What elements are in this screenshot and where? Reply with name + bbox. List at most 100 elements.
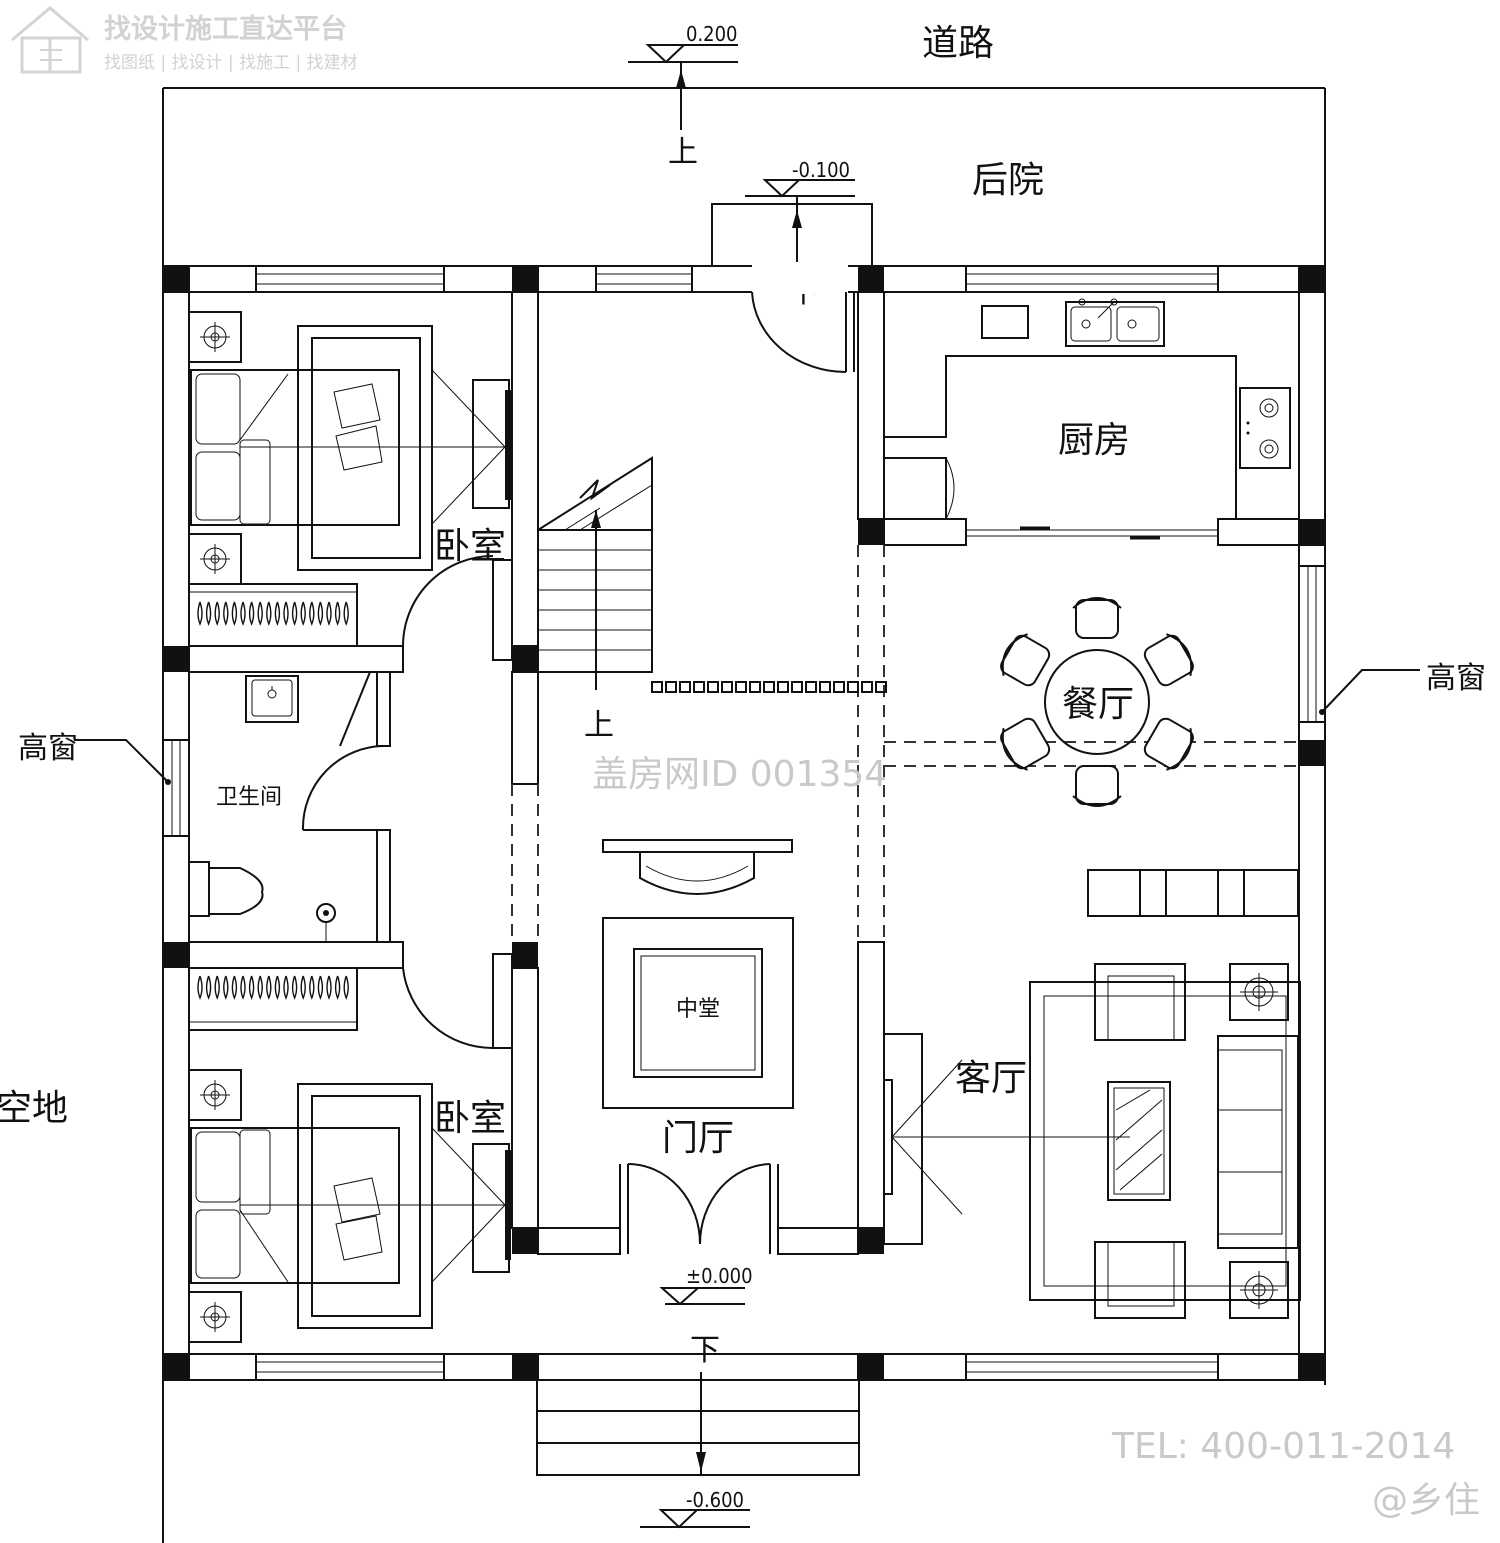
- hanger: [231, 601, 238, 626]
- rail-square: [665, 681, 677, 693]
- dining-chair: [1143, 717, 1194, 771]
- bedroom-bottom-furniture: [188, 967, 511, 1343]
- level-mark-top: [628, 44, 738, 130]
- back-step: [711, 203, 873, 266]
- rail-square: [735, 681, 747, 693]
- chair-back: [1001, 728, 1028, 771]
- hanger: [334, 601, 341, 626]
- wardrobe-hangers-top: [197, 601, 349, 626]
- dining-chair: [1143, 633, 1194, 687]
- living-label: 客厅: [955, 1058, 1027, 1099]
- dining-chair: [1072, 597, 1122, 639]
- hanger: [274, 975, 281, 1000]
- back-door: [751, 291, 855, 374]
- hanger: [309, 601, 315, 626]
- rail-square: [707, 681, 719, 693]
- hanger: [274, 601, 281, 626]
- rail-square: [791, 681, 803, 693]
- high-window-right: [1298, 565, 1420, 723]
- foyer-label: 门厅: [662, 1118, 734, 1159]
- chair-seat: [1000, 634, 1051, 687]
- chair-seat: [1000, 717, 1051, 770]
- hanger: [283, 601, 289, 626]
- rail-square: [679, 681, 691, 693]
- windows-bottom: [255, 1353, 1219, 1381]
- hanger: [248, 975, 255, 1000]
- level-top-value: 0.200: [686, 22, 738, 46]
- rail-square: [777, 681, 789, 693]
- dining-chair: [1000, 717, 1051, 771]
- id-watermark: 盖房网ID 001354: [592, 754, 887, 795]
- chair-back: [1166, 633, 1193, 676]
- brand-subtitle: 找图纸 | 找设计 | 找施工 | 找建材: [104, 53, 358, 73]
- level-mark-entrance: [659, 1287, 745, 1306]
- hanger: [240, 975, 246, 1000]
- hanger: [205, 975, 212, 1000]
- chair-seat: [1075, 765, 1119, 805]
- hanger: [257, 975, 263, 1000]
- rail-square: [693, 681, 705, 693]
- rail-square: [749, 681, 761, 693]
- brand-title: 找设计施工直达平台: [104, 13, 347, 45]
- up-top-label: 上: [668, 135, 698, 170]
- columns: [163, 266, 1325, 1380]
- hanger: [317, 601, 324, 626]
- level-bottom-value: -0.600: [686, 1488, 744, 1512]
- hanger: [266, 601, 272, 626]
- rail-square: [847, 681, 859, 693]
- open-land-label: 空地: [0, 1088, 68, 1129]
- hanger: [300, 975, 306, 1000]
- cabinet-row: [1087, 869, 1299, 917]
- rail-square: [805, 681, 817, 693]
- high-window-right-label: 高窗: [1426, 661, 1486, 696]
- hanger: [309, 975, 315, 1000]
- hanger: [291, 975, 298, 1000]
- high-window-left: [74, 739, 190, 837]
- hanger: [300, 601, 306, 626]
- level-back-door-value: -0.100: [792, 158, 850, 182]
- high-window-left-label: 高窗: [18, 731, 78, 766]
- rail-square: [833, 681, 845, 693]
- dining-label: 餐厅: [1062, 684, 1134, 725]
- road-label: 道路: [922, 23, 994, 64]
- chair-seat: [1143, 634, 1194, 687]
- kitchen-fixtures: [883, 298, 1291, 540]
- chair-seat: [1143, 717, 1194, 770]
- hanger: [266, 975, 272, 1000]
- rail-square: [861, 681, 873, 693]
- level-mark-back-door: [745, 179, 855, 262]
- dining-chair: [1072, 765, 1122, 807]
- staircase: [537, 456, 653, 690]
- front-steps: [536, 1372, 860, 1476]
- rail-square: [651, 681, 663, 693]
- dining-chair: [1000, 633, 1051, 687]
- dining-table: [1000, 597, 1194, 807]
- bedroom-top-door: [402, 555, 494, 647]
- hanger: [197, 601, 203, 626]
- site-boundary: [162, 87, 1326, 1543]
- hanger: [197, 975, 203, 1000]
- hanger: [205, 601, 212, 626]
- hanger: [257, 601, 263, 626]
- rail-square: [819, 681, 831, 693]
- hanger: [223, 601, 229, 626]
- backyard-label: 后院: [972, 160, 1044, 201]
- hanger: [248, 601, 255, 626]
- level-mark-bottom: [640, 1509, 750, 1529]
- tel-watermark: TEL: 400-011-2014: [1111, 1426, 1455, 1467]
- windows-top: [255, 264, 1219, 294]
- hanger: [326, 975, 332, 1000]
- hall-furniture: [602, 839, 794, 1109]
- rail-square: [875, 681, 887, 693]
- chair-back: [1072, 795, 1122, 807]
- chair-back: [1166, 728, 1193, 771]
- hanger: [283, 975, 289, 1000]
- rail-square: [763, 681, 775, 693]
- bathroom-label: 卫生间: [216, 785, 282, 810]
- chair-seat: [1075, 599, 1119, 639]
- bathroom-fixtures: [188, 671, 386, 942]
- hanger: [343, 975, 349, 1000]
- hanger: [317, 975, 324, 1000]
- hanger: [214, 601, 220, 626]
